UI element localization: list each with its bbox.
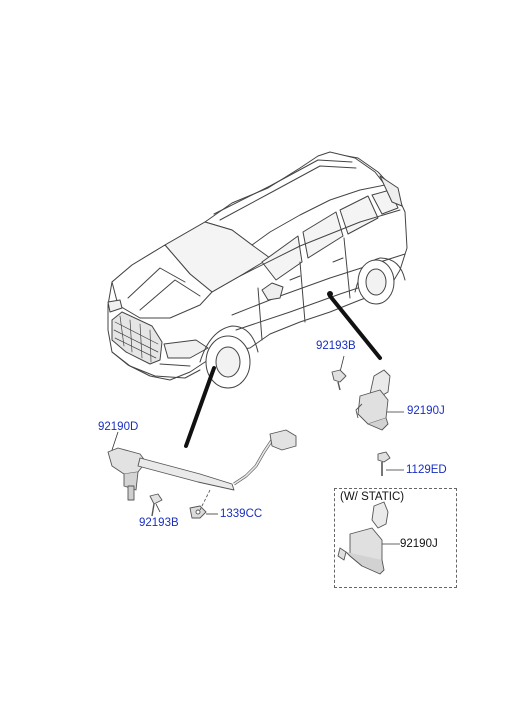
vehicle-illustration [107,151,408,389]
front-sensor-assembly [107,429,297,519]
part-label-92190J[interactable]: 92190J [407,405,445,417]
leader-lines [184,291,382,448]
variant-title: (W/ STATIC) [340,491,405,503]
part-label-1129ED[interactable]: 1129ED [406,464,447,476]
variant-sensor-assembly [337,501,389,575]
rear-sensor-assembly [331,369,391,476]
part-label-1339CC[interactable]: 1339CC [220,508,263,520]
part-label-92190J-variant[interactable]: 92190J [400,538,438,550]
part-label-92193B-top[interactable]: 92193B [316,340,356,352]
label-leaders [111,355,404,545]
part-label-92190D[interactable]: 92190D [98,421,139,433]
part-label-92193B-bottom[interactable]: 92193B [139,517,179,529]
front-sensor-dash-line [199,489,211,511]
variant-box [334,488,457,588]
